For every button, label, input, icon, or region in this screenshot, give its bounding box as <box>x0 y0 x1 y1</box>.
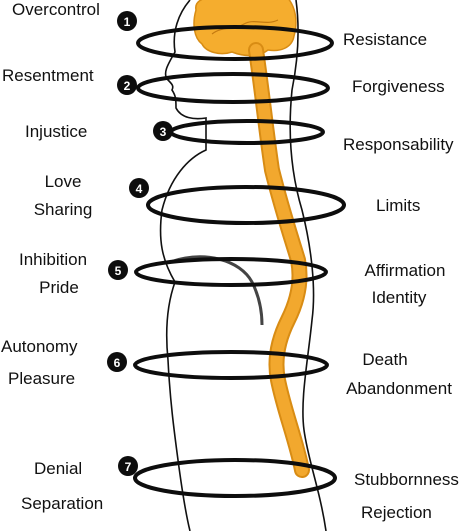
right-label-7b: Rejection <box>361 503 432 522</box>
left-label-4b: Sharing <box>33 200 93 219</box>
chakra-badge-3: 3 <box>153 121 173 141</box>
chakra-number-2: 2 <box>124 79 131 93</box>
left-label-7a: Denial <box>34 459 83 478</box>
chakra-number-5: 5 <box>115 264 122 278</box>
left-label-2: Resentment <box>2 66 94 85</box>
left-label-1: Overcontrol <box>12 0 100 19</box>
chakra-ring-1 <box>136 25 334 61</box>
right-label-6a: Death <box>362 350 408 369</box>
right-label-7a: Stubbornness <box>354 471 459 488</box>
chakra-badge-2: 2 <box>117 75 137 95</box>
chakra-badge-7: 7 <box>118 456 138 476</box>
chakra-badge-6: 6 <box>107 352 127 372</box>
left-label-3: Injustice <box>25 122 88 141</box>
brain-fold <box>211 19 279 35</box>
left-label-7b: Separation <box>21 494 104 513</box>
back-outline <box>289 0 327 531</box>
right-label-5b: Identity <box>371 288 427 307</box>
chakra-badge-5: 5 <box>108 260 128 280</box>
right-label-6b: Abandonment <box>346 379 452 398</box>
chakra-ring-2 <box>136 72 330 104</box>
chakra-ring-5 <box>134 257 328 287</box>
chakra-badge-4: 4 <box>129 178 149 198</box>
left-label-6a: Autonomy <box>1 337 78 356</box>
right-label-4: Limits <box>376 196 421 215</box>
chakra-ring-7 <box>133 458 337 498</box>
spine-core <box>250 44 308 476</box>
right-label-2: Forgiveness <box>352 77 445 96</box>
arm-outline <box>169 255 264 326</box>
chakra-ring-4 <box>146 185 346 225</box>
left-label-6b: Pleasure <box>8 369 76 388</box>
left-label-4a: Love <box>44 172 82 191</box>
chakra-ring-3 <box>169 119 325 145</box>
chakra-number-6: 6 <box>114 356 121 370</box>
left-label-5a: Inhibition <box>18 250 88 269</box>
left-label-5b: Pride <box>39 278 79 297</box>
chakra-badge-1: 1 <box>117 11 137 31</box>
chakra-number-4: 4 <box>136 182 143 196</box>
right-label-5a: Affirmation <box>364 261 446 280</box>
right-label-3: Responsability <box>343 135 454 154</box>
chakra-number-7: 7 <box>125 460 132 474</box>
chakra-ring-6 <box>133 350 329 380</box>
chakra-number-1: 1 <box>124 15 131 29</box>
chakra-number-3: 3 <box>160 125 167 139</box>
right-label-1: Resistance <box>343 30 428 49</box>
